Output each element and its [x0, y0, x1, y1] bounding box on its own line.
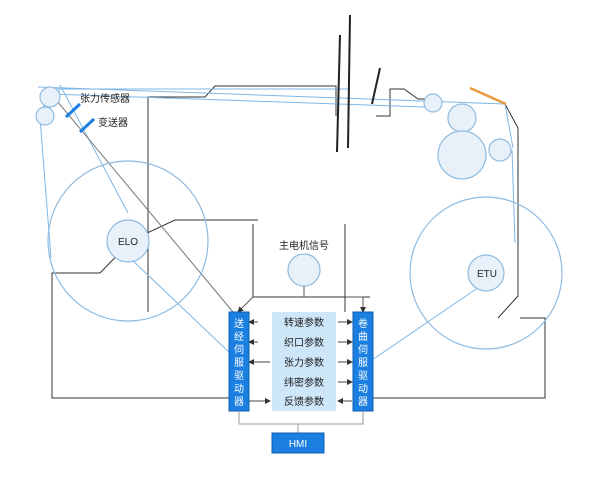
right-driver-char: 伺	[358, 343, 368, 356]
elo-beam	[47, 160, 209, 322]
left-driver-char: 动	[234, 383, 244, 395]
left-driver-label: 送 经 伺 服 驱 动 器	[234, 317, 244, 408]
etu-label: ETU	[477, 269, 497, 280]
hmi-label: HMI	[289, 439, 307, 450]
hmi-connection	[238, 411, 364, 433]
transmitter-label: 变送器	[98, 116, 128, 129]
transmitter-marker	[78, 117, 96, 134]
right-driver-label: 卷 曲 伺 服 驱 动 器	[358, 317, 368, 408]
left-driver-char: 送	[234, 317, 244, 330]
parameter-rows: 转速参数 织口参数 张力参数 纬密参数 反馈参数	[284, 316, 324, 408]
main-motor-signal-label: 主电机信号	[279, 239, 329, 252]
rollers	[35, 86, 512, 180]
parameter-panel	[272, 312, 336, 411]
left-driver-char: 伺	[234, 343, 244, 356]
elo-label: ELO	[118, 237, 138, 248]
right-driver-char: 动	[358, 383, 368, 395]
param-tension: 张力参数	[284, 356, 324, 369]
param-weft-density: 纬密参数	[284, 376, 324, 389]
etu-beam	[409, 196, 563, 350]
left-driver-char: 器	[234, 396, 244, 408]
left-driver-char: 经	[234, 330, 244, 343]
main-motor-icon	[287, 253, 321, 287]
left-driver-char: 驱	[234, 370, 244, 382]
guide-line	[51, 94, 234, 313]
right-driver-char: 服	[358, 357, 368, 369]
param-feedback: 反馈参数	[284, 395, 324, 408]
right-driver-char: 器	[358, 396, 368, 408]
tension-sensor-label: 张力传感器	[80, 92, 130, 105]
signal-lines	[237, 286, 366, 313]
hmi-box	[271, 432, 325, 454]
tension-sensor-marker	[64, 102, 82, 119]
parameter-arrows	[248, 319, 353, 404]
orange-edge	[469, 86, 507, 106]
right-driver-char: 驱	[358, 370, 368, 382]
elo-roller	[106, 219, 150, 263]
right-driver-char: 卷	[358, 317, 368, 330]
left-driver-char: 服	[234, 357, 244, 369]
param-fell: 织口参数	[284, 336, 324, 349]
heddle-bars	[336, 14, 381, 153]
param-speed: 转速参数	[284, 316, 324, 329]
right-driver-char: 曲	[358, 331, 368, 343]
etu-roller	[467, 254, 505, 292]
